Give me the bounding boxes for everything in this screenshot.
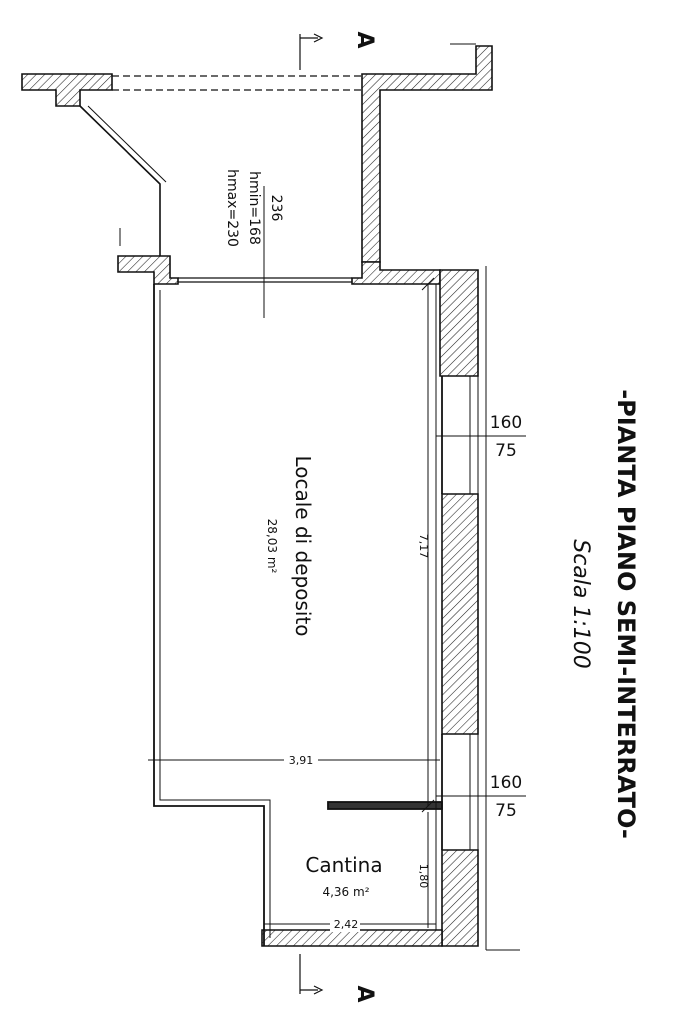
wall-right-2	[441, 493, 479, 735]
stair-hmin-label: hmin=168	[246, 171, 262, 245]
room-area-deposito: 28,03 m²	[265, 519, 279, 574]
stair-width-label: 236	[268, 195, 284, 222]
walls	[21, 45, 493, 947]
wall-stair-left	[117, 255, 179, 285]
wall-top-right	[361, 45, 493, 263]
window-2-width: 160	[490, 773, 522, 793]
wall-right-3	[441, 849, 479, 947]
section-label-bottom: A	[352, 985, 377, 1002]
window-1-width: 160	[490, 413, 522, 433]
section-marker-bottom	[299, 954, 324, 995]
wall-top-left-ledge	[21, 73, 113, 107]
room-name-deposito: Locale di deposito	[291, 455, 315, 636]
dim-length-cantina: 1,80	[417, 864, 430, 889]
wall-right-1	[439, 269, 479, 377]
wall-bottom	[261, 929, 443, 947]
section-label-top: A	[352, 31, 377, 48]
section-marker-top	[299, 33, 324, 70]
dim-length-main: 7,17	[417, 534, 430, 559]
window-1-height: 75	[495, 441, 517, 461]
drawing-title: -PIANTA PIANO SEMI-INTERRATO-	[612, 389, 640, 839]
window-2-height: 75	[495, 801, 517, 821]
outline	[79, 75, 520, 951]
room-name-cantina: Cantina	[305, 853, 382, 877]
drawing-scale: Scala 1:100	[568, 539, 593, 669]
dim-width-main: 3,91	[289, 754, 314, 767]
room-area-cantina: 4,36 m²	[322, 885, 369, 899]
stair-hmax-label: hmax=230	[224, 169, 240, 247]
wall-stair-right	[351, 261, 441, 285]
dim-width-cantina: 2,42	[334, 918, 359, 931]
